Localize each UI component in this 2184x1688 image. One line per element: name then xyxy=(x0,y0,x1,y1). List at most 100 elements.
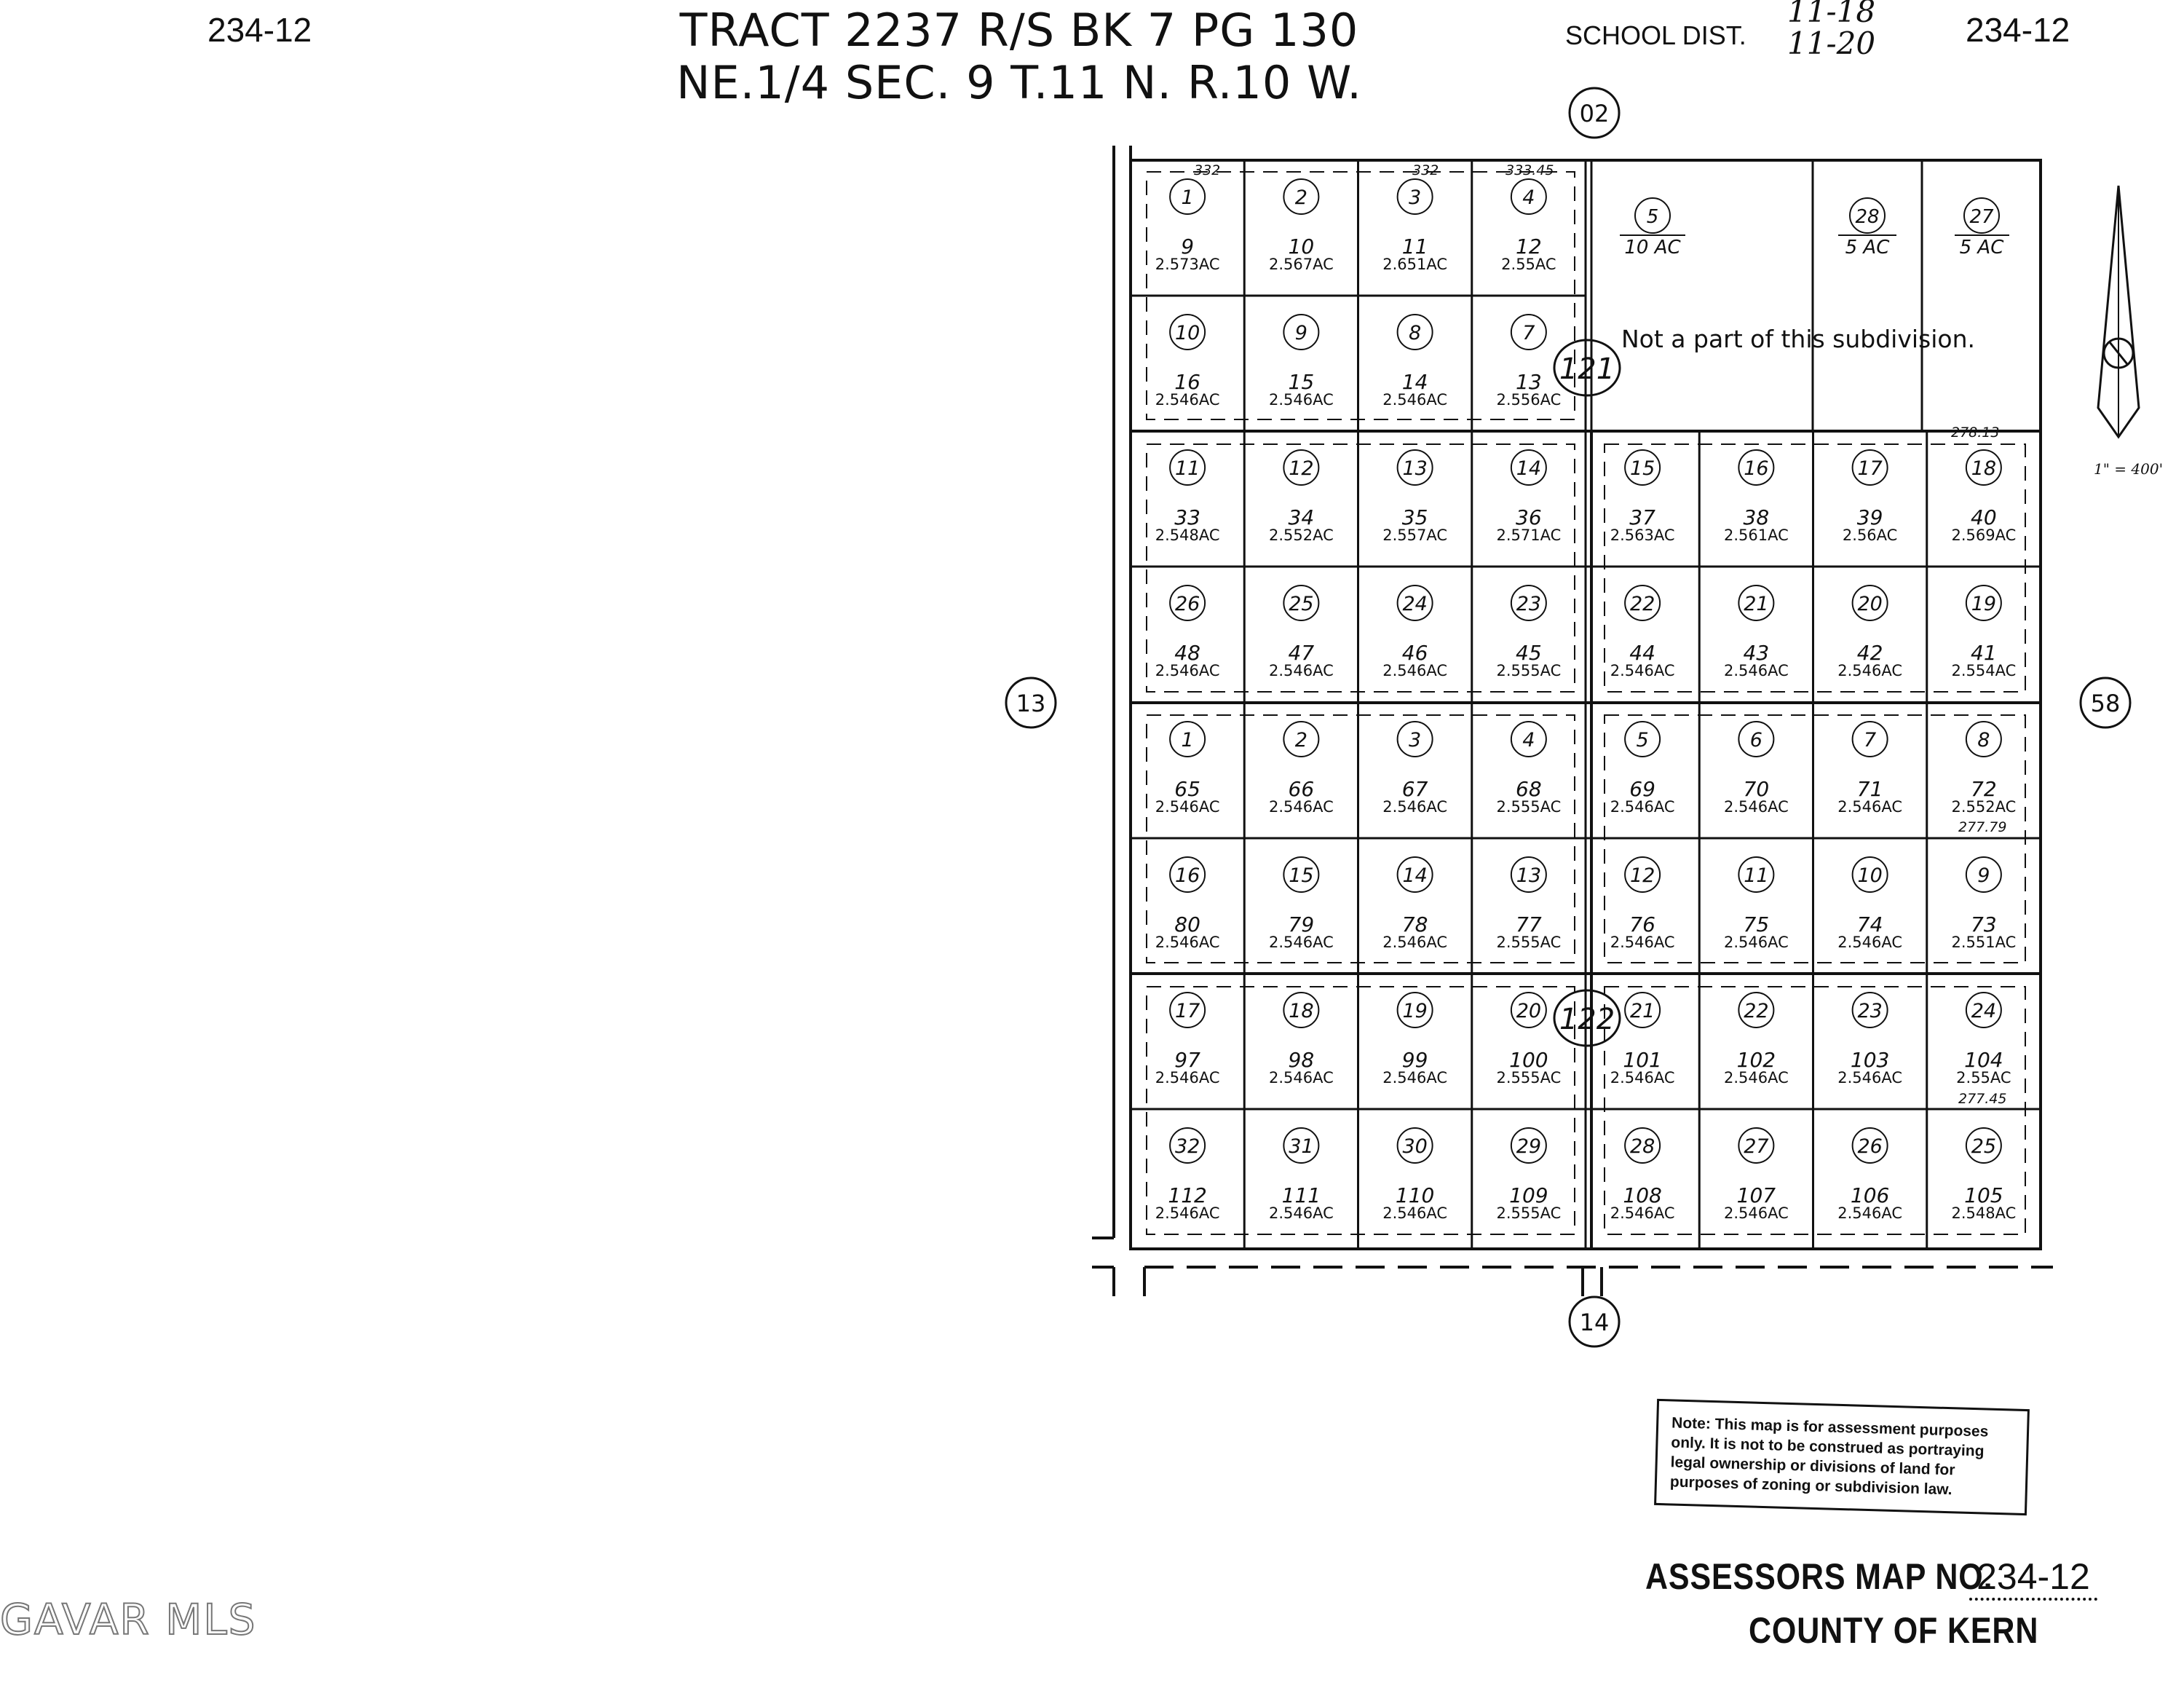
lot-number: 41 xyxy=(1971,641,1997,665)
map-number: 234-12 xyxy=(1969,1555,2097,1601)
parcel-acreage: 2.546AC xyxy=(1269,662,1334,679)
lot-number: 76 xyxy=(1629,912,1655,936)
parcel-number: 22 xyxy=(1744,1000,1768,1022)
parcel-circle xyxy=(1624,721,1661,757)
lot-number: 106 xyxy=(1851,1183,1889,1207)
lot-number: 47 xyxy=(1289,641,1315,665)
parcel-acreage: 2.546AC xyxy=(1269,1069,1334,1086)
lot-number: 75 xyxy=(1744,912,1770,936)
assessors-map-number: ASSESSORS MAP NO. 234-12 xyxy=(1645,1555,2097,1601)
parcel-number: 3 xyxy=(1409,729,1421,752)
parcel-circle xyxy=(1510,178,1547,215)
lot-number: 99 xyxy=(1402,1048,1428,1072)
north-arrow-icon xyxy=(2097,185,2140,439)
lot-number: 10 xyxy=(1289,234,1315,259)
parcel-number: 15 xyxy=(1289,864,1313,887)
parcel-acreage: 2.546AC xyxy=(1269,934,1334,951)
lot-number: 11 xyxy=(1402,234,1428,259)
lot-number: 43 xyxy=(1744,641,1770,665)
parcel-circle xyxy=(1624,992,1661,1028)
parcel-acreage: 2.56AC xyxy=(1843,526,1897,544)
lot-number: 46 xyxy=(1402,641,1428,665)
parcel-acreage: 2.546AC xyxy=(1382,391,1447,409)
parcel-acreage: 2.55AC xyxy=(1501,256,1556,273)
excluded-circle-2: 28 xyxy=(1855,206,1879,228)
parcel-acreage: 2.555AC xyxy=(1496,934,1561,951)
lot-number: 37 xyxy=(1629,505,1655,529)
parcel-circle xyxy=(1169,449,1206,486)
parcel-number: 22 xyxy=(1630,593,1655,615)
lot-number: 68 xyxy=(1516,777,1542,801)
lot-number: 73 xyxy=(1971,912,1997,936)
lot-number: 80 xyxy=(1174,912,1200,936)
lot-number: 9 xyxy=(1181,234,1194,259)
county-label: COUNTY OF KERN xyxy=(1749,1610,2039,1651)
parcel-number: 9 xyxy=(1295,322,1307,344)
school-dist-label: SCHOOL DIST. xyxy=(1565,20,1746,50)
parcel-circle xyxy=(1738,992,1775,1028)
parcel-number: 8 xyxy=(1409,322,1421,344)
lot-number: 15 xyxy=(1289,370,1315,394)
excluded-circle-3: 27 xyxy=(1969,206,1994,228)
lot-number: 13 xyxy=(1516,370,1542,394)
parcel-number: 23 xyxy=(1857,1000,1882,1022)
parcel-circle xyxy=(1169,992,1206,1028)
lot-number: 74 xyxy=(1857,912,1883,936)
parcel-number: 31 xyxy=(1289,1135,1313,1158)
lot-number: 101 xyxy=(1623,1048,1661,1072)
parcel-circle xyxy=(1851,721,1888,757)
lot-number: 33 xyxy=(1174,505,1200,529)
parcel-acreage: 2.546AC xyxy=(1837,1069,1902,1086)
parcel-number: 19 xyxy=(1971,593,1996,615)
adjacent-map-top: 02 xyxy=(1580,100,1610,127)
parcel-number: 24 xyxy=(1402,593,1427,615)
parcel-number: 6 xyxy=(1750,729,1762,752)
lot-number: 36 xyxy=(1516,505,1542,529)
map-code-left: 234-12 xyxy=(207,11,312,49)
parcel-circle xyxy=(1396,992,1433,1028)
parcel-circle xyxy=(1965,585,2002,621)
parcel-number: 25 xyxy=(1971,1135,1996,1158)
parcel-acreage: 2.546AC xyxy=(1155,1069,1220,1086)
lot-number: 48 xyxy=(1174,641,1200,665)
parcel-acreage: 2.573AC xyxy=(1155,256,1220,273)
parcel-number: 7 xyxy=(1864,729,1876,752)
parcel-circle xyxy=(1510,585,1547,621)
dim-row5-width: 277.79 xyxy=(1958,819,2006,835)
parcel-number: 16 xyxy=(1175,864,1200,887)
map-title: TRACT 2237 R/S BK 7 PG 130 NE.1/4 SEC. 9… xyxy=(655,4,1383,109)
parcel-number: 19 xyxy=(1402,1000,1427,1022)
parcel-circle xyxy=(1283,856,1320,893)
parcel-acreage: 2.546AC xyxy=(1724,662,1789,679)
parcel-number: 3 xyxy=(1409,186,1421,209)
parcel-number: 8 xyxy=(1977,729,1990,752)
parcel-number: 15 xyxy=(1630,457,1655,480)
parcel-circle xyxy=(1851,992,1888,1028)
parcel-number: 28 xyxy=(1630,1135,1655,1158)
lot-number: 42 xyxy=(1857,641,1883,665)
parcel-number: 20 xyxy=(1516,1000,1541,1022)
lot-number: 35 xyxy=(1402,505,1428,529)
parcel-acreage: 2.571AC xyxy=(1496,526,1561,544)
dim-top-2: 332 xyxy=(1412,162,1439,178)
parcel-circle xyxy=(1738,1127,1775,1164)
parcel-number: 17 xyxy=(1857,457,1882,480)
lot-number: 112 xyxy=(1168,1183,1206,1207)
parcel-circle xyxy=(1851,449,1888,486)
parcel-circle xyxy=(1283,314,1320,350)
parcel-circle xyxy=(1510,856,1547,893)
parcel-number: 16 xyxy=(1744,457,1768,480)
parcel-acreage: 2.551AC xyxy=(1951,934,2016,951)
parcel-circle xyxy=(1510,992,1547,1028)
parcel-acreage: 2.548AC xyxy=(1951,1204,2016,1222)
parcel-acreage: 2.555AC xyxy=(1496,1069,1561,1086)
parcel-number: 21 xyxy=(1630,1000,1655,1022)
parcel-number: 11 xyxy=(1744,864,1768,887)
parcel-circle xyxy=(1283,585,1320,621)
parcel-acreage: 2.546AC xyxy=(1837,934,1902,951)
parcel-number: 2 xyxy=(1295,186,1307,209)
parcel-acreage: 2.546AC xyxy=(1269,798,1334,816)
scale-label: 1" = 400' xyxy=(2094,460,2164,478)
parcel-acreage: 2.546AC xyxy=(1837,662,1902,679)
lot-number: 45 xyxy=(1516,641,1542,665)
